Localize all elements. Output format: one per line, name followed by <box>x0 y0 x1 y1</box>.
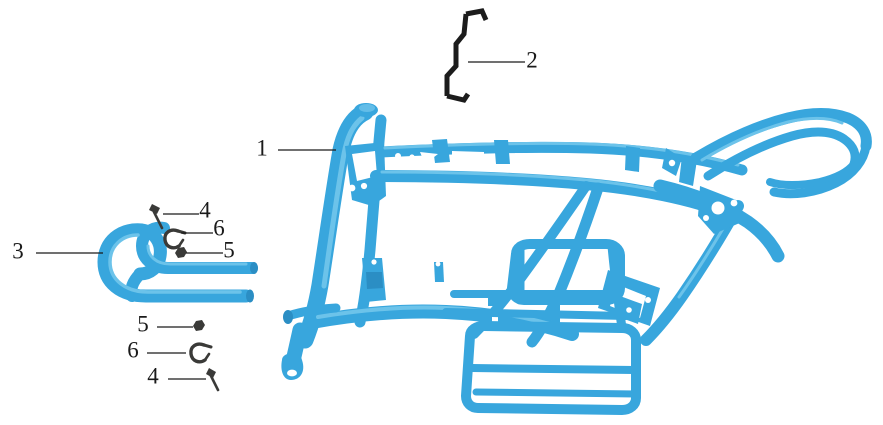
rail-hole-a <box>395 153 401 159</box>
rear-floor-tab-hole <box>626 307 632 313</box>
clip-upper-body <box>163 228 181 250</box>
rear-mount-hole-large <box>711 201 725 215</box>
rod-top-hook <box>465 8 489 22</box>
gusset-hole-a <box>348 184 356 192</box>
bolt-upper-shank <box>152 210 164 230</box>
part-main-frame <box>281 103 872 415</box>
bumper-loop-link <box>125 268 146 302</box>
part-front-bumper-guard <box>97 221 258 303</box>
nut-upper-body <box>175 247 187 258</box>
callout-number-2[interactable]: 2 <box>526 47 538 72</box>
rear-long-diagonal <box>640 200 744 346</box>
bumper-end-cap-upper <box>250 262 258 274</box>
gusset-hole-b <box>360 182 368 190</box>
center-post-hole <box>435 261 441 267</box>
rail-slot-b <box>515 153 560 160</box>
hardware-group-lower <box>189 320 220 392</box>
hardware-group-upper <box>149 204 187 258</box>
rod-zigzag-body <box>444 13 469 96</box>
mid-plate-hole <box>645 297 651 303</box>
front-downtube-highlight <box>321 115 365 289</box>
rail-hole-b <box>409 154 415 160</box>
lower-cross-tube-end <box>283 310 293 324</box>
nut-upper <box>175 247 187 258</box>
callout-number-3[interactable]: 3 <box>12 238 24 263</box>
rail-cutout-triangle <box>420 152 438 164</box>
rear-rack-outer <box>690 108 872 164</box>
clip-lower-body <box>189 342 207 364</box>
rear-rack-outer-return <box>769 141 871 199</box>
steering-head-cap-highlight <box>359 104 375 112</box>
center-post <box>434 262 444 282</box>
rear-mount-hole-small-a <box>730 199 738 207</box>
bumper-end-cap-lower <box>246 289 254 303</box>
nut-lower-body <box>193 320 205 331</box>
front-foot-pad <box>281 353 304 380</box>
bolt-upper <box>149 204 164 230</box>
engine-mount-bracket-face <box>366 272 383 289</box>
callout-numbers: 1 2 3 4 6 5 5 6 4 <box>12 47 538 388</box>
rear-mount-hole-small-b <box>703 215 709 221</box>
lower-floor-panel <box>461 321 641 415</box>
callout-number-1[interactable]: 1 <box>256 135 268 160</box>
callout-number-5-lower[interactable]: 5 <box>137 311 149 336</box>
bolt-lower <box>206 368 220 392</box>
rail-strap-4 <box>679 156 697 186</box>
clip-upper-tip <box>177 238 185 248</box>
floor-rail-lower-2 <box>472 388 640 398</box>
rear-upper-diagonal <box>653 179 785 263</box>
callout-leaders <box>36 61 525 380</box>
bumper-inner-highlight <box>146 244 248 266</box>
clip-lower-tail <box>202 343 213 349</box>
engine-mount-hole <box>371 259 377 265</box>
nut-lower <box>193 320 205 331</box>
bolt-lower-shank <box>209 374 220 392</box>
rod-bottom-hook <box>446 92 471 103</box>
bumper-outer-highlight <box>108 233 242 294</box>
floor-upright-b <box>607 241 627 333</box>
callout-number-6-lower[interactable]: 6 <box>127 337 139 362</box>
bolt-lower-head <box>206 368 216 378</box>
rail-slot-c <box>566 155 610 165</box>
front-foot-hole <box>287 369 297 377</box>
rear-rack-highlight <box>700 116 844 162</box>
rack-tab-hole <box>668 159 676 167</box>
floor-rail-lower-1 <box>468 364 638 374</box>
rail-slot-a <box>452 151 484 158</box>
bolt-upper-head <box>149 204 160 214</box>
bumper-inner-tube <box>136 221 258 274</box>
clip-lower-tip <box>203 352 211 362</box>
callout-number-6-upper[interactable]: 6 <box>213 215 225 240</box>
rail-strap-3 <box>625 146 640 172</box>
clip-lower <box>189 342 213 364</box>
part-bent-rod <box>444 8 489 103</box>
rear-rack-inner <box>703 127 860 181</box>
callout-number-4-lower[interactable]: 4 <box>147 363 159 388</box>
floor-rail-upper-2 <box>442 308 630 320</box>
callout-number-5-upper[interactable]: 5 <box>223 237 235 262</box>
rail-strap-2 <box>494 140 510 164</box>
rail-strap-1 <box>432 139 450 163</box>
callout-number-4-upper[interactable]: 4 <box>199 197 211 222</box>
